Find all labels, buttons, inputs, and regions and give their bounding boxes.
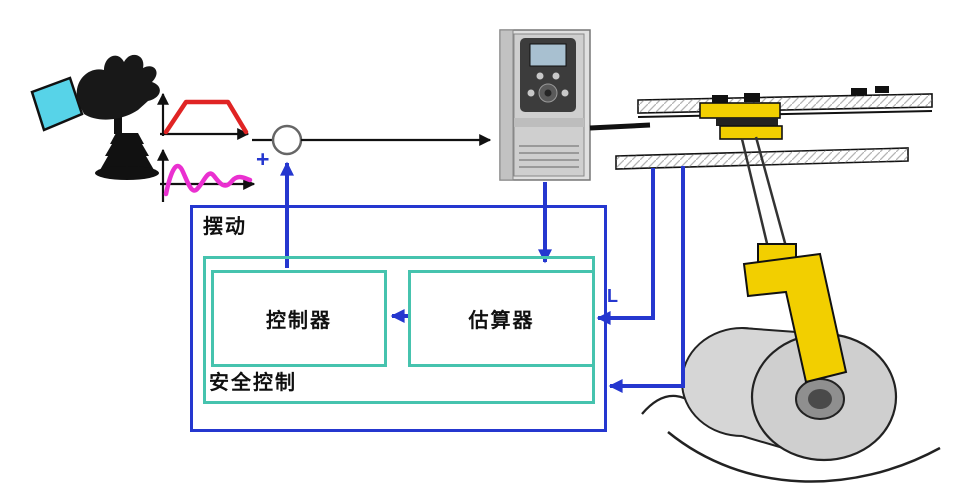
estimator-label: 估算器 [468, 310, 535, 332]
crane-rail-trolley-icon [615, 86, 933, 170]
safety-control-label: 安全控制 [209, 372, 297, 394]
drive-to-crane-link [589, 122, 651, 131]
vfd-drive-icon [499, 29, 591, 181]
sway-signal-chart [157, 148, 256, 202]
summing-junction [271, 124, 303, 156]
estimator-block: 估算器 [408, 270, 595, 367]
cable-length-label: L [607, 286, 618, 306]
swing-label: 摆动 [203, 216, 247, 238]
joystick-hand-icon [30, 54, 160, 180]
crane-to-safety-box-arrow [608, 166, 685, 393]
velocity-profile-chart [157, 92, 250, 140]
coil-icon [681, 327, 898, 462]
sum-plus-sign: + [256, 146, 270, 172]
ground-line-front [667, 431, 941, 483]
swing-boundary-box [190, 205, 607, 432]
spreader-hook-icon [742, 243, 848, 384]
crane-to-estimator-arrow [596, 168, 655, 325]
controller-label: 控制器 [266, 310, 332, 332]
hoist-ropes [740, 136, 790, 257]
controller-block: 控制器 [211, 270, 387, 367]
trolley-icon [699, 93, 783, 140]
